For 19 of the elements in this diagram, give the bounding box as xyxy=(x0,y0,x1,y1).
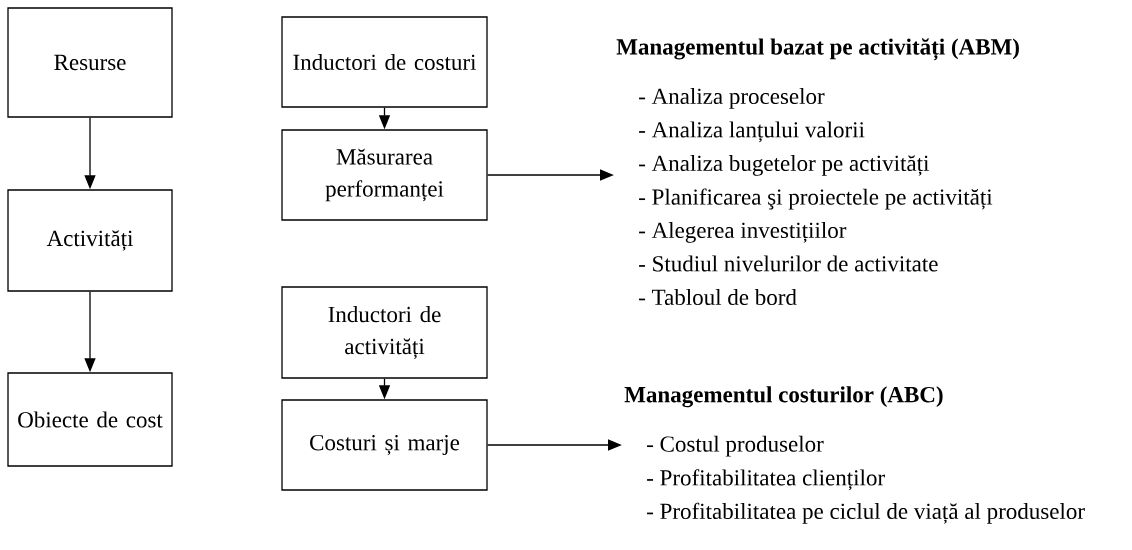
list-heading: Managementul bazat pe activități (ABM) xyxy=(616,38,1019,61)
list-heading: Managementul costurilor (ABC) xyxy=(624,386,943,408)
list-item: - Profitabilitatea clienților xyxy=(647,469,885,491)
process-box: Inductori de costuri xyxy=(281,16,488,108)
list-item: - Analiza bugetelor pe activități xyxy=(639,154,929,176)
list-item: - Profitabilitatea pe ciclul de viață al produselor xyxy=(647,502,1085,524)
process-box: Activități xyxy=(7,189,173,292)
list-item: - Studiul nivelurilor de activitate xyxy=(639,255,938,272)
list-item: - Analiza proceselor xyxy=(639,87,825,109)
process-box: Măsurarea performanței xyxy=(281,129,488,221)
process-box: Inductori de activități xyxy=(281,286,488,379)
process-box: Obiecte de cost xyxy=(7,372,173,467)
list-item: - Analiza lanțului valorii xyxy=(639,121,865,143)
process-box: Resurse xyxy=(7,7,173,118)
process-box: Costuri și marje xyxy=(281,399,488,491)
list-item: - Alegerea investițiilor xyxy=(639,221,847,243)
list-item: - Planificarea şi proiectele pe activități xyxy=(639,188,993,210)
list-item: - Costul produselor xyxy=(647,435,824,457)
list-item: - Tabloul de bord xyxy=(639,288,797,306)
